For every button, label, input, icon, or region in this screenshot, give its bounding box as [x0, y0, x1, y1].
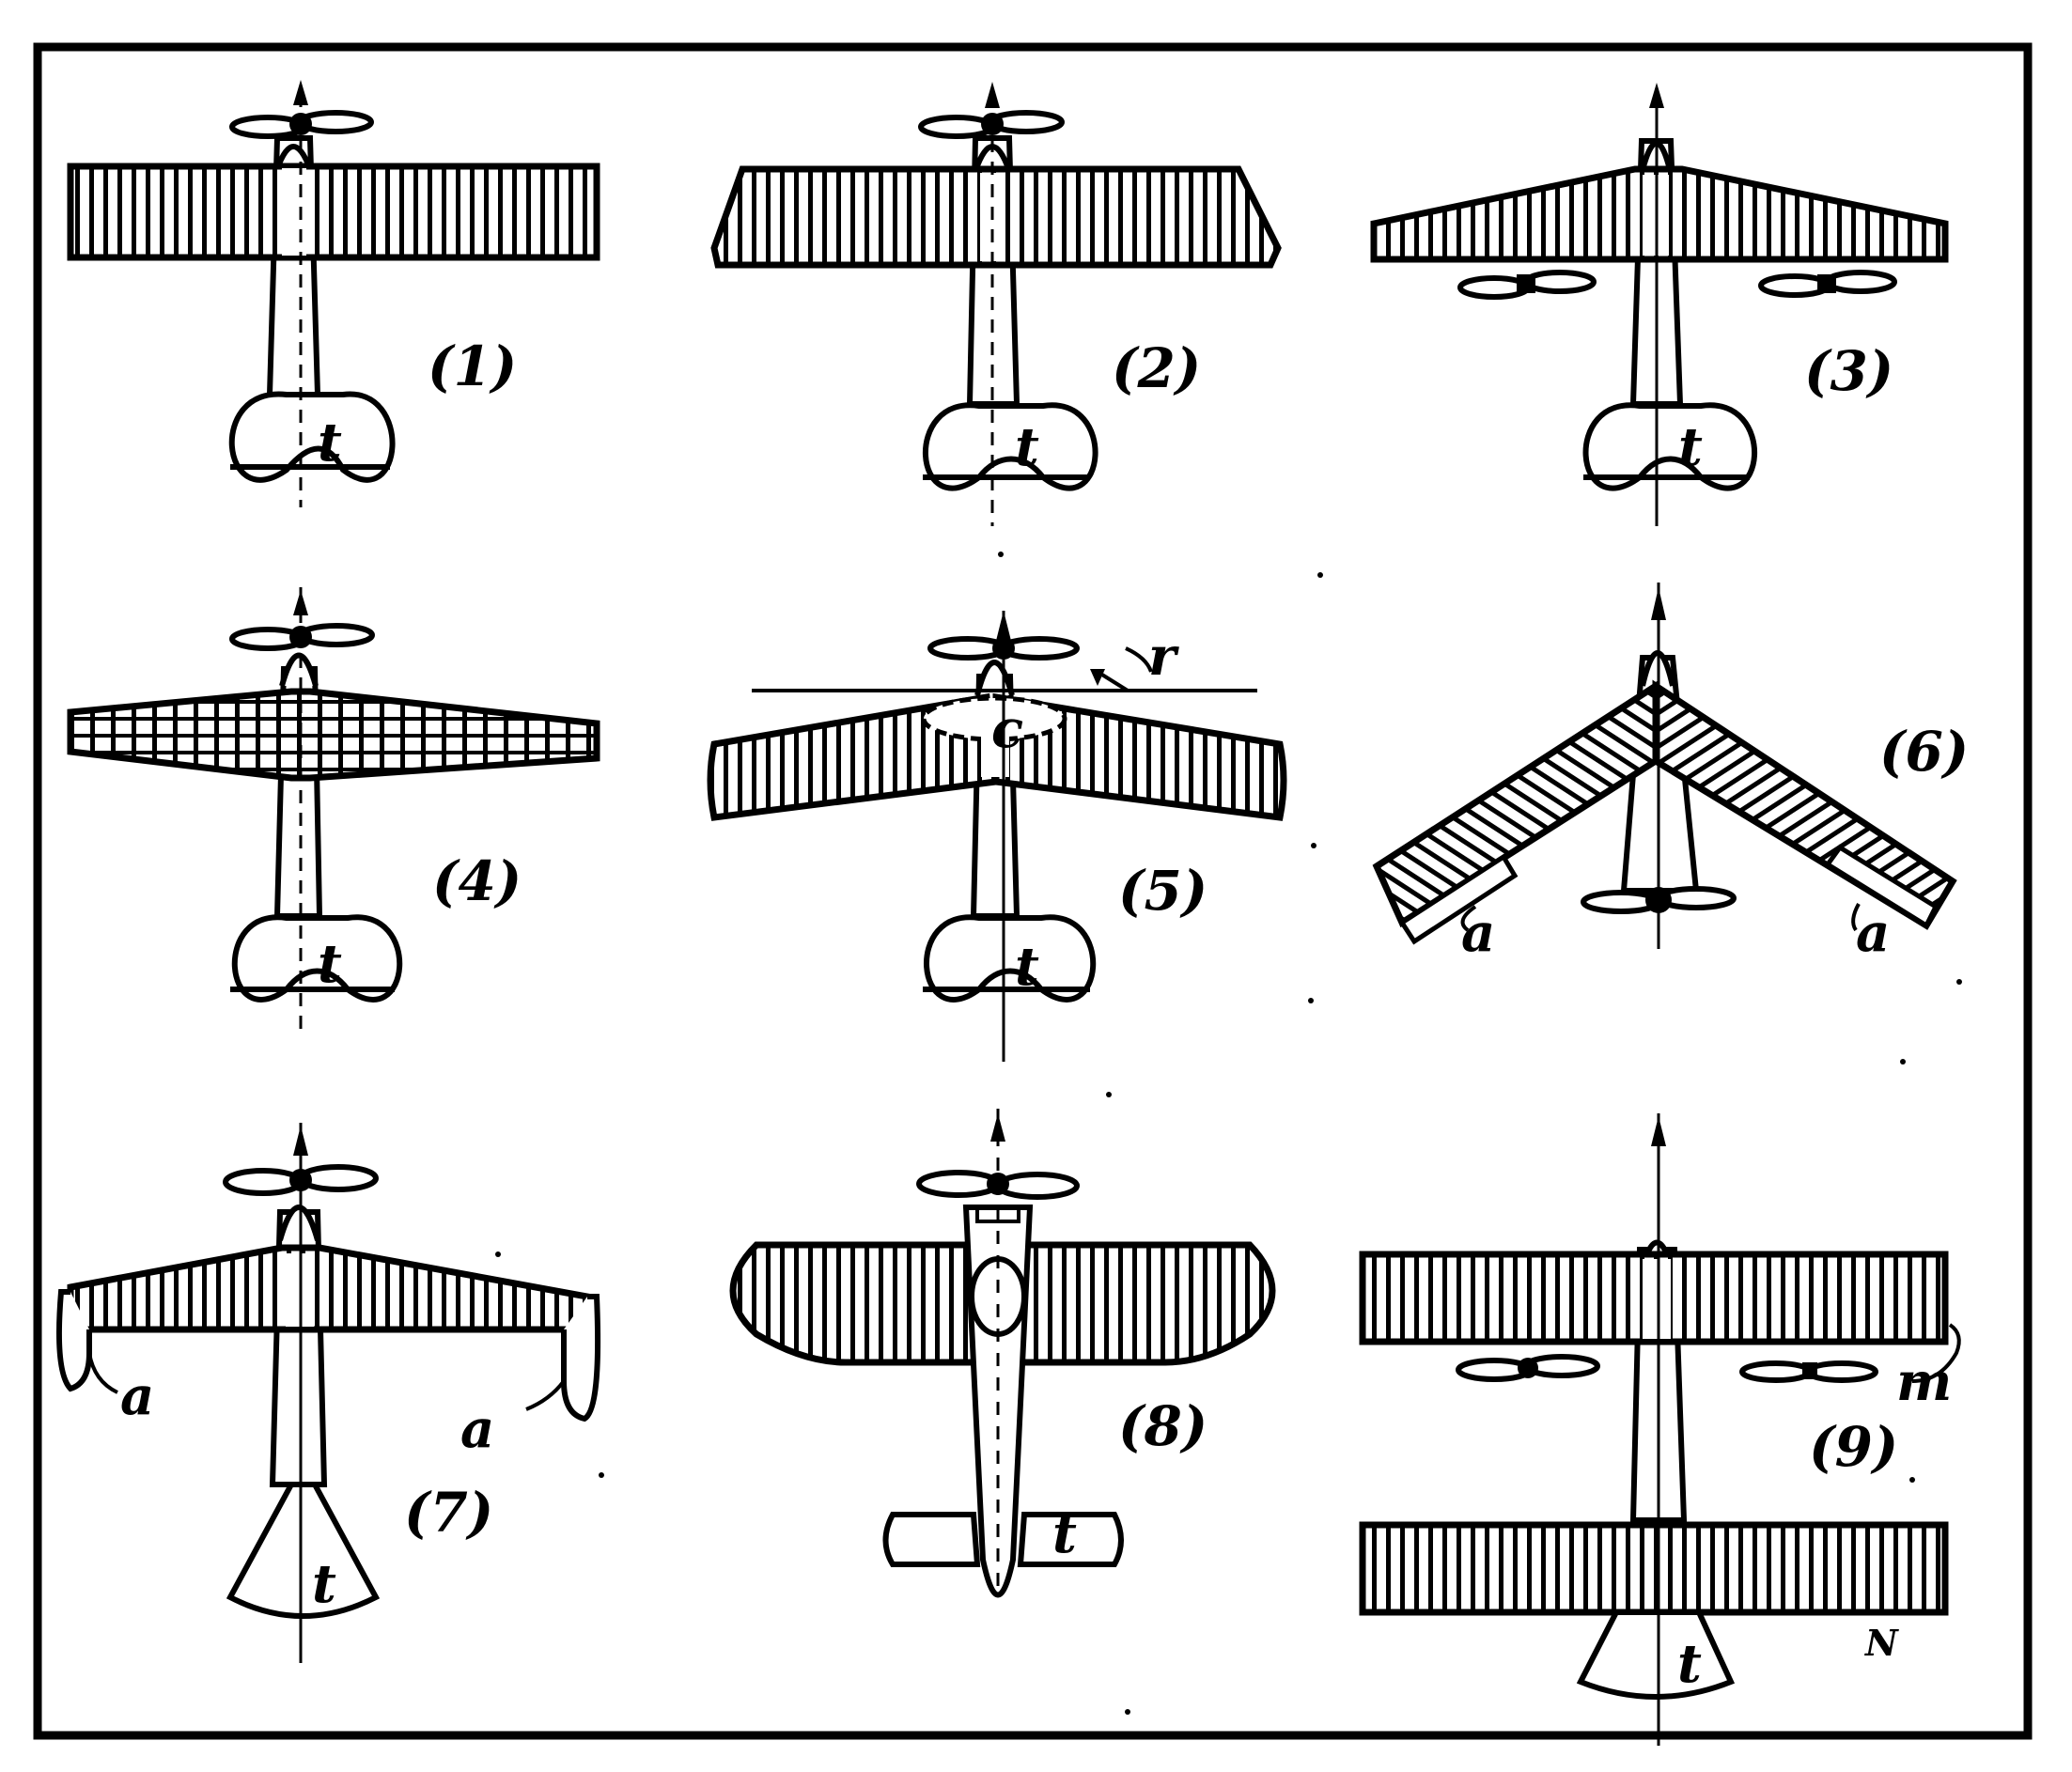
figure-7-tail [226, 1482, 381, 1619]
figure-6-swept-wing [1372, 583, 1957, 949]
figure-5-propeller [927, 636, 1080, 661]
figure-8-tail-label: t [1052, 1503, 1077, 1565]
figure-7-propeller [223, 1164, 379, 1196]
figure-3-number: (3) [1804, 339, 1893, 403]
figure-7-number: (7) [404, 1481, 493, 1545]
figure-9-right-propeller [1739, 1360, 1878, 1383]
print-specks [495, 552, 1962, 1715]
figure-5-monoplane [707, 611, 1287, 1062]
figure-5-r-label: r [1148, 626, 1179, 688]
figure-4-wing [67, 688, 600, 782]
figure-3-left-propeller [1457, 270, 1597, 300]
figure-6-number: (6) [1879, 720, 1969, 784]
figure-9-tail [1576, 1609, 1736, 1700]
figure-4-number: (4) [432, 849, 522, 913]
figure-5-number: (5) [1118, 859, 1207, 923]
figure-4-tail-label: t [318, 933, 342, 995]
figure-5-c-label: c [991, 698, 1023, 760]
figure-6-left-wing [1372, 679, 1659, 928]
figure-6-right-aileron-label: a [1856, 902, 1890, 964]
plate-border [33, 42, 2033, 1740]
figure-2-propeller [918, 110, 1065, 139]
figure-5-tail-label: t [1015, 936, 1039, 998]
figure-1-wing [67, 163, 600, 261]
figure-6-left-aileron-label: a [1461, 902, 1495, 964]
figure-2-monoplane [710, 82, 1282, 526]
figure-1-propeller [229, 110, 374, 139]
figure-7-left-aileron [55, 1289, 92, 1392]
figure-7-left-aileron-label: a [120, 1365, 154, 1427]
figure-7-monoplane [55, 1123, 601, 1663]
figure-3-tail-label: t [1678, 416, 1703, 478]
figure-2-tail-label: t [1015, 416, 1039, 478]
figure-1-monoplane [67, 80, 600, 507]
figure-8-number: (8) [1118, 1394, 1207, 1458]
figure-5-right-wing [992, 692, 1287, 821]
figure-9-tandem [1359, 1113, 1961, 1746]
figure-8-propeller [916, 1170, 1080, 1200]
figure-3-monoplane [1370, 83, 1949, 526]
figure-4-propeller [229, 623, 375, 651]
figure-9-left-propeller [1456, 1354, 1600, 1382]
figure-3-right-propeller [1758, 270, 1897, 298]
figure-9-m-label: m [1896, 1351, 1952, 1413]
figure-4-monoplane [67, 587, 600, 1034]
figure-7-right-aileron-label: a [460, 1398, 494, 1460]
figure-7-wing [67, 1244, 591, 1333]
figure-9-tail-label: t [1677, 1633, 1702, 1695]
figure-9-N-mark: N [1864, 1622, 1899, 1664]
figure-9-number: (9) [1809, 1415, 1898, 1479]
figure-5-left-wing [707, 692, 1000, 821]
figure-6-propeller [1581, 886, 1737, 914]
figure-8-cockpit [969, 1256, 1027, 1337]
figure-5-r-leader [1096, 646, 1153, 692]
figure-8-monoplane [729, 1109, 1276, 1598]
figure-7-tail-label: t [312, 1553, 336, 1615]
figure-1-tail-label: t [318, 412, 342, 474]
figure-8-tail [882, 1512, 1124, 1567]
figure-2-number: (2) [1112, 336, 1201, 400]
figure-7-right-aileron [561, 1294, 601, 1422]
figure-1-number: (1) [428, 334, 517, 398]
figure-9-rear-wing [1359, 1521, 1949, 1616]
